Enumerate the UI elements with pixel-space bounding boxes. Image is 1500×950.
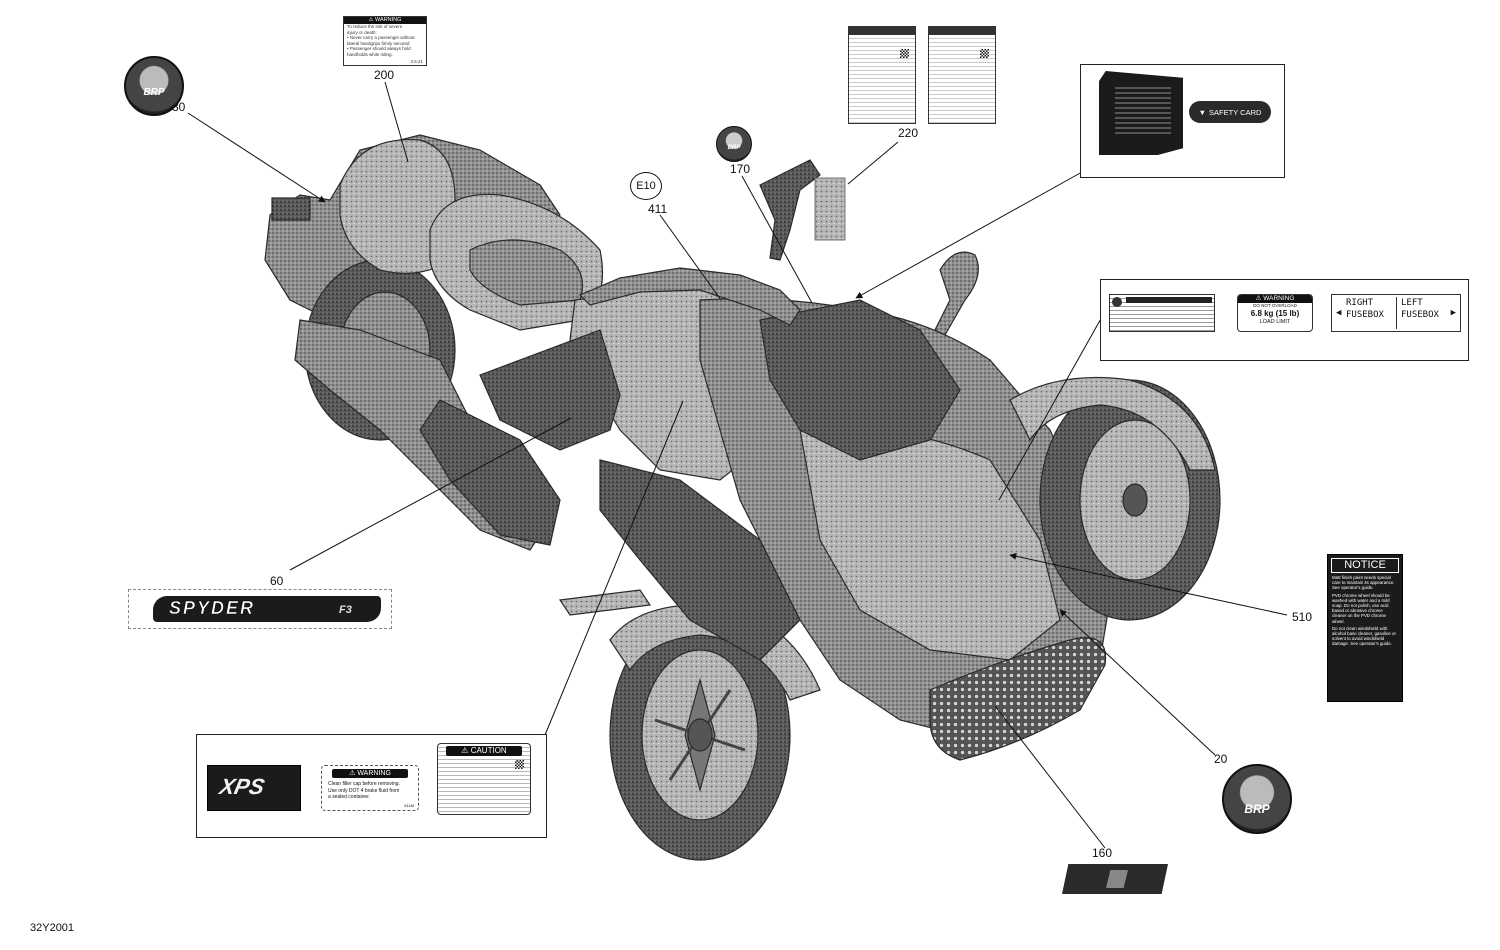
decal-230-line-1: Clean filler cap before removing. (328, 781, 400, 787)
decal-740-left-a: LEFT (1401, 298, 1423, 308)
decal-90-load-warning: ⚠ WARNING DO NOT OVERLOAD 6.8 kg (15 lb)… (1237, 294, 1313, 332)
safety-card-text: SAFETY CARD (1209, 107, 1262, 117)
decal-230-warning: ⚠ WARNING Clean filler cap before removi… (321, 765, 419, 811)
notice-title: NOTICE (1331, 558, 1399, 573)
decal-740-right-b: FUSEBOX (1346, 310, 1384, 320)
decal-120-dark-plate (1099, 71, 1183, 155)
callout-170: 170 (730, 162, 751, 176)
warning-triangle-icon: ▼ (1198, 107, 1207, 117)
decal-90-value: 6.8 kg (15 lb) (1250, 309, 1300, 318)
decal-230-line-3: a sealed container. (328, 794, 370, 800)
decal-90-title: ⚠ WARNING (1238, 295, 1312, 303)
brp-small-icon (1112, 297, 1122, 307)
decal-220-sheet-right (928, 26, 996, 124)
decal-160-dark-plate (1062, 864, 1168, 894)
spyder-vehicle-illustration (264, 134, 1221, 861)
qr-code-icon (900, 49, 909, 58)
decal-190-title: ⚠ CAUTION (446, 746, 522, 756)
decal-220-sheet-left (848, 26, 916, 124)
decal-200-line-4: lateral handgrips firmly secured (347, 40, 410, 46)
decal-740-fusebox: ◀ RIGHT FUSEBOX LEFT FUSEBOX ▶ (1331, 294, 1461, 332)
decal-90-load-limit: LOAD LIMIT (1259, 319, 1291, 325)
spyder-suffix-text: F3 (339, 604, 352, 616)
brp-logo-text-small: BRP (727, 145, 741, 151)
decal-510-notice: NOTICE Matt finish paint needs special c… (1327, 554, 1403, 702)
callout-160: 160 (1092, 846, 1113, 860)
arrow-right-icon: ▶ (1450, 308, 1456, 318)
decal-200-line-3: • Never carry a passenger without (347, 35, 415, 40)
callout-510: 510 (1292, 610, 1313, 624)
callout-411: 411 (648, 202, 668, 216)
qr-code-icon (980, 49, 989, 58)
decal-60-spyder-logo: SPYDER F3 (128, 589, 392, 629)
decal-200-title: ⚠ WARNING (344, 17, 426, 24)
decal-group-box-500-230-190: XPS ⚠ WARNING Clean filler cap before re… (196, 734, 547, 838)
decal-200-line-6: handholds while riding. (347, 51, 393, 57)
brp-logo-decal-30: BRP (124, 56, 184, 116)
brp-logo-decal-20: BRP (1222, 764, 1292, 834)
qr-code-icon (515, 760, 524, 769)
callout-20: 20 (1214, 752, 1228, 766)
xps-text: XPS (217, 774, 267, 799)
decal-740-right-a: RIGHT (1346, 298, 1374, 308)
decal-80-info-label (1109, 294, 1215, 332)
brp-logo-text: BRP (143, 87, 165, 98)
callout-60: 60 (270, 574, 284, 588)
decal-500-xps: XPS (207, 765, 301, 811)
decal-190-caution: ⚠ CAUTION (437, 743, 531, 815)
decal-200-line-1: To reduce the risk of severe (347, 24, 403, 29)
decal-200-warning: ⚠ WARNING To reduce the risk of severe i… (343, 16, 427, 66)
brp-logo-decal-170: BRP (716, 126, 752, 162)
leader-lines (187, 81, 1288, 849)
decal-230-title: ⚠ WARNING (332, 769, 408, 778)
callout-220: 220 (898, 126, 919, 140)
decal-group-box-120-210: ▼ SAFETY CARD (1080, 64, 1285, 178)
e10-reference-circle: E10 (630, 172, 662, 200)
notice-para-3: Do not clean windshield with alcohol bas… (1332, 625, 1396, 647)
notice-para-1: Matt finish paint needs special care to … (1332, 575, 1395, 591)
decal-200-line-2: injury or death: (347, 29, 377, 35)
decal-230-code: 511M (404, 803, 414, 808)
decal-210-safety-card: ▼ SAFETY CARD (1189, 101, 1271, 123)
decal-200-line-5: • Passenger should always hold (347, 46, 411, 51)
spyder-text: SPYDER (169, 598, 256, 619)
decal-740-left-b: FUSEBOX (1401, 310, 1439, 320)
decal-200-code: 4.5.21 (410, 58, 423, 64)
arrow-left-icon: ◀ (1336, 308, 1342, 318)
decal-230-line-2: Use only DOT 4 brake fluid from (328, 787, 400, 794)
callout-200: 200 (374, 68, 395, 82)
brp-logo-text-large: BRP (1244, 802, 1270, 816)
notice-para-2: PVD chrome wheel should be washed with w… (1332, 592, 1390, 624)
decal-group-box-80-90-740: ⚠ WARNING DO NOT OVERLOAD 6.8 kg (15 lb)… (1100, 279, 1469, 361)
decal-90-sub: DO NOT OVERLOAD (1253, 303, 1297, 308)
figure-id: 32Y2001 (30, 922, 75, 934)
